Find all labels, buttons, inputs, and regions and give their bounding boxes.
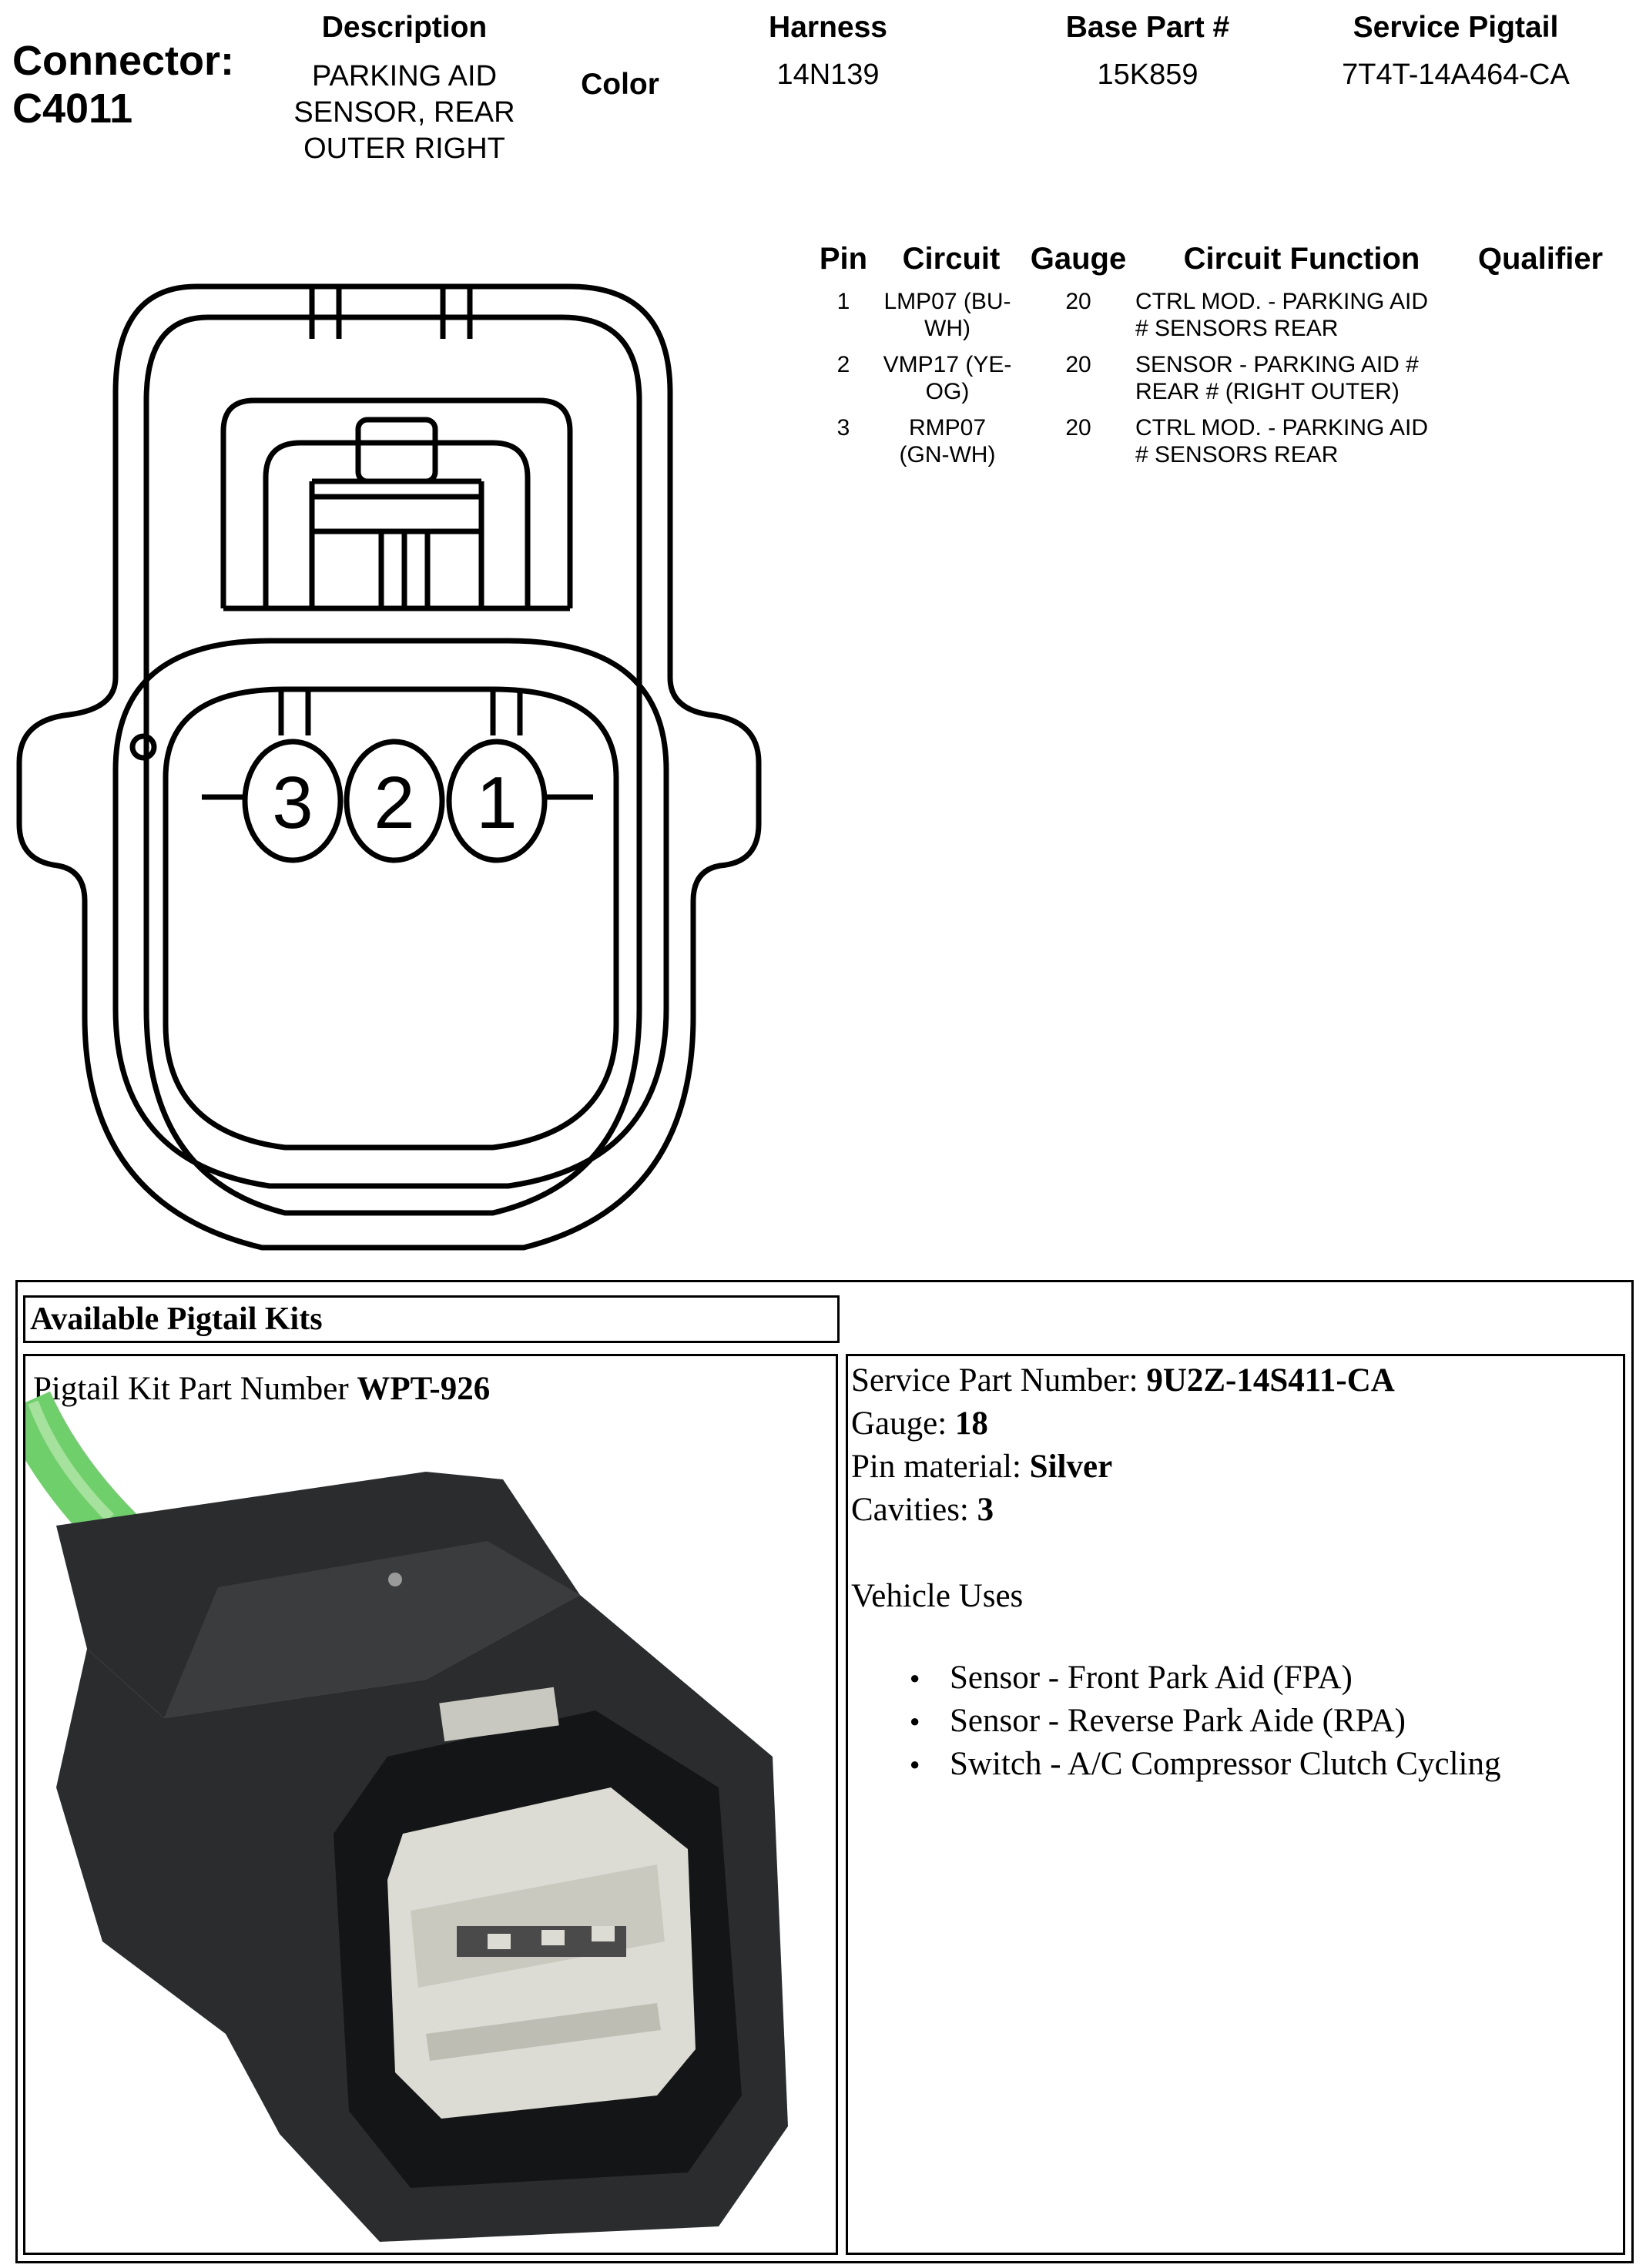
pin-function: CTRL MOD. - PARKING AID # SENSORS REAR (1135, 414, 1459, 468)
qualifier-col-header: Qualifier (1477, 242, 1604, 276)
function-line: # SENSORS REAR (1135, 316, 1339, 341)
cavity-outer-ring (112, 638, 669, 1189)
description-line: OUTER RIGHT (303, 132, 505, 165)
pin-circuit: VMP17 (YE- OG) (878, 351, 1017, 405)
pin-gauge: 20 (1065, 289, 1091, 314)
service-pigtail-value: 7T4T-14A464-CA (1342, 59, 1570, 91)
cavities-value: 3 (977, 1492, 994, 1528)
connector-title: Connector: C4011 (12, 37, 234, 132)
circuit-col-header: Circuit (902, 242, 1001, 276)
function-line: REAR # (RIGHT OUTER) (1135, 379, 1400, 404)
description-label: Description (321, 11, 488, 44)
pin-3-label: 3 (272, 762, 313, 844)
base-part-label: Base Part # (1065, 11, 1230, 44)
pin-2-circle (344, 739, 445, 863)
circuit-line: WH) (924, 316, 971, 341)
connector-inner-outline (143, 314, 642, 1216)
vehicle-uses-label: Vehicle Uses (851, 1578, 1024, 1614)
function-line: SENSOR - PARKING AID # (1135, 352, 1419, 377)
pigtail-kit-line: Pigtail Kit Part Number WPT-926 (33, 1370, 490, 1408)
connector-outer-shell (16, 283, 762, 1251)
base-part-value: 15K859 (1097, 59, 1198, 91)
color-label: Color (581, 68, 659, 101)
available-pigtail-kits-header: Available Pigtail Kits (23, 1295, 840, 1343)
pin-1-circle (446, 739, 548, 863)
pin-number: 1 (836, 289, 850, 314)
description-line: PARKING AID (311, 60, 498, 92)
vehicle-use-item: Sensor - Reverse Park Aide (RPA) (910, 1700, 1500, 1743)
pigtail-specs-cell: Service Part Number: 9U2Z-14S411-CA Gaug… (846, 1354, 1625, 2255)
function-col-header: Circuit Function (1183, 242, 1420, 276)
pin-material-line: Pin material: Silver (851, 1446, 1112, 1489)
pin-circuit: LMP07 (BU- WH) (878, 288, 1017, 342)
harness-label: Harness (769, 11, 887, 44)
pigtail-kit-number: WPT-926 (357, 1371, 491, 1407)
pin-circuit: RMP07 (GN-WH) (878, 414, 1017, 468)
circuit-line: (GN-WH) (899, 442, 996, 467)
circuit-line: OG) (925, 379, 970, 404)
connector-face-diagram: 3 2 1 (16, 283, 762, 1251)
pin-3-circle (242, 739, 344, 863)
cavities-line: Cavities: 3 (851, 1489, 994, 1532)
latch-inner (263, 440, 531, 608)
function-line: # SENSORS REAR (1135, 442, 1339, 467)
vehicle-use-item: Switch - A/C Compressor Clutch Cycling (910, 1743, 1500, 1786)
pigtail-panel (15, 1280, 1634, 2263)
pin-number: 3 (836, 415, 850, 441)
latch-housing (220, 397, 573, 608)
connector-label: Connector: (12, 38, 234, 84)
function-line: CTRL MOD. - PARKING AID (1135, 289, 1429, 314)
cavity-inner-ring (163, 686, 619, 1151)
vehicle-uses-list: Sensor - Front Park Aid (FPA) Sensor - R… (910, 1657, 1500, 1786)
service-part-line: Service Part Number: 9U2Z-14S411-CA (851, 1359, 1395, 1402)
gauge-value: 18 (954, 1405, 988, 1442)
pigtail-connector-photo (25, 1391, 788, 2242)
service-pigtail-label: Service Pigtail (1353, 11, 1559, 44)
pin-gauge: 20 (1065, 352, 1091, 377)
pin-material-label: Pin material: (851, 1449, 1021, 1485)
circuit-line: RMP07 (908, 415, 987, 441)
cavities-label: Cavities: (851, 1492, 969, 1528)
pin-2-label: 2 (374, 762, 414, 844)
circuit-line: LMP07 (BU- (883, 289, 1011, 314)
pin-function: CTRL MOD. - PARKING AID # SENSORS REAR (1135, 288, 1459, 342)
pigtail-kit-label: Pigtail Kit Part Number (33, 1371, 349, 1407)
circuit-line: VMP17 (YE- (883, 352, 1012, 377)
gauge-line: Gauge: 18 (851, 1402, 988, 1446)
connector-id: C4011 (12, 85, 133, 132)
gauge-label: Gauge: (851, 1405, 947, 1442)
description-line: SENSOR, REAR (293, 96, 515, 129)
gauge-col-header: Gauge (1030, 242, 1127, 276)
service-part-label: Service Part Number: (851, 1362, 1138, 1399)
function-line: CTRL MOD. - PARKING AID (1135, 415, 1429, 441)
vehicle-use-item: Sensor - Front Park Aid (FPA) (910, 1657, 1500, 1700)
pin-gauge: 20 (1065, 415, 1091, 441)
description-value: PARKING AID SENSOR, REAR OUTER RIGHT (277, 59, 531, 167)
service-part-value: 9U2Z-14S411-CA (1146, 1362, 1395, 1399)
pin-1-label: 1 (476, 762, 517, 844)
left-latch-notch (129, 733, 157, 761)
pin-material-value: Silver (1029, 1449, 1113, 1485)
latch-window (439, 1687, 559, 1742)
latch-button (355, 417, 438, 484)
pin-col-header: Pin (819, 242, 868, 276)
pin-number: 2 (836, 352, 850, 377)
pin-function: SENSOR - PARKING AID # REAR # (RIGHT OUT… (1135, 351, 1459, 405)
pigtail-photo-cell: Pigtail Kit Part Number WPT-926 (23, 1354, 838, 2255)
harness-value: 14N139 (776, 59, 880, 91)
